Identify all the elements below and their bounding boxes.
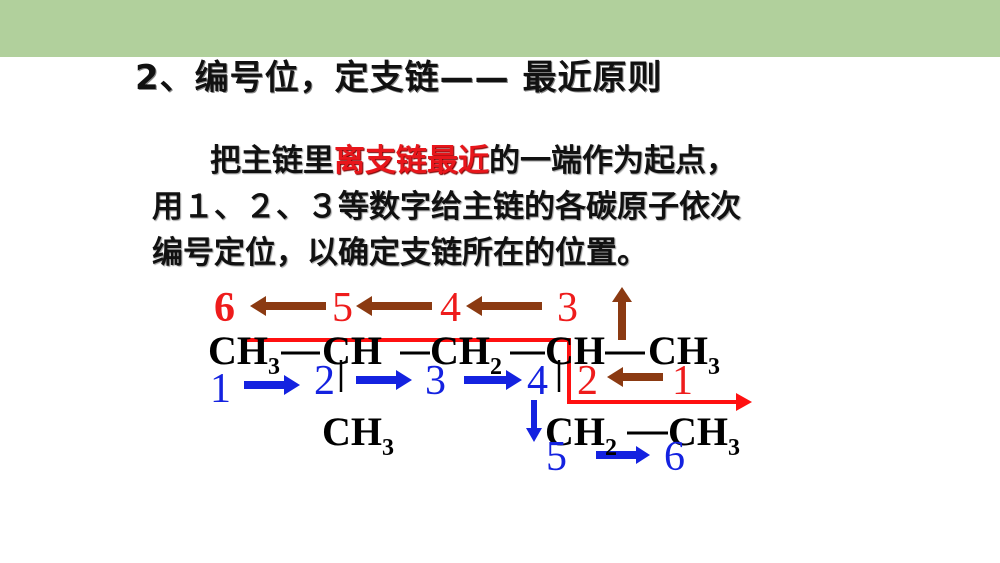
text-segment: 的一端作为起点， bbox=[489, 143, 737, 179]
main-bonds bbox=[281, 351, 668, 435]
blue-number-5: 5 bbox=[546, 434, 567, 480]
red-number-3: 3 bbox=[557, 285, 578, 331]
blue-number-4: 4 bbox=[527, 358, 548, 404]
red-number-2: 2 bbox=[577, 358, 598, 404]
paragraph-line-3: 编号定位，以确定支链所在的位置。 bbox=[152, 235, 648, 271]
header-bar bbox=[0, 0, 1000, 57]
main-chain-c1: CH3 bbox=[208, 328, 280, 380]
red-number-5: 5 bbox=[332, 285, 353, 331]
slide-title: 2、编号位，定支链—— 最近原则 bbox=[135, 58, 663, 98]
main-chain-c4: CH bbox=[545, 328, 605, 373]
red-number-4: 4 bbox=[440, 285, 461, 331]
branch-ethyl-c2: CH3 bbox=[668, 409, 740, 461]
highlighted-text: 离支链最近 bbox=[334, 143, 489, 179]
branch-ethyl-c1: CH2 bbox=[545, 409, 617, 461]
main-chain-c2: CH bbox=[322, 328, 382, 373]
branch-methyl: CH3 bbox=[322, 409, 394, 461]
blue-number-6: 6 bbox=[664, 434, 685, 480]
main-chain-c3: CH2 bbox=[430, 328, 502, 380]
blue-right-arrows bbox=[244, 370, 650, 464]
blue-number-1: 1 bbox=[210, 366, 231, 412]
blue-number-3: 3 bbox=[425, 358, 446, 404]
paragraph-line-1: 把主链里离支链最近的一端作为起点， bbox=[152, 138, 872, 184]
brown-left-arrows bbox=[250, 287, 663, 387]
paragraph-line-2: 用１、２、３等数字给主链的各碳原子依次 bbox=[152, 189, 741, 225]
text-segment: 把主链里 bbox=[210, 143, 334, 179]
blue-number-2: 2 bbox=[314, 358, 335, 404]
red-path bbox=[241, 338, 752, 411]
red-number-6: 6 bbox=[214, 285, 235, 331]
red-number-1: 1 bbox=[672, 358, 693, 404]
branch-bonds bbox=[339, 360, 561, 392]
main-chain-c5: CH3 bbox=[648, 328, 720, 380]
explanation-paragraph: 把主链里离支链最近的一端作为起点， 用１、２、３等数字给主链的各碳原子依次 编号… bbox=[152, 138, 872, 276]
